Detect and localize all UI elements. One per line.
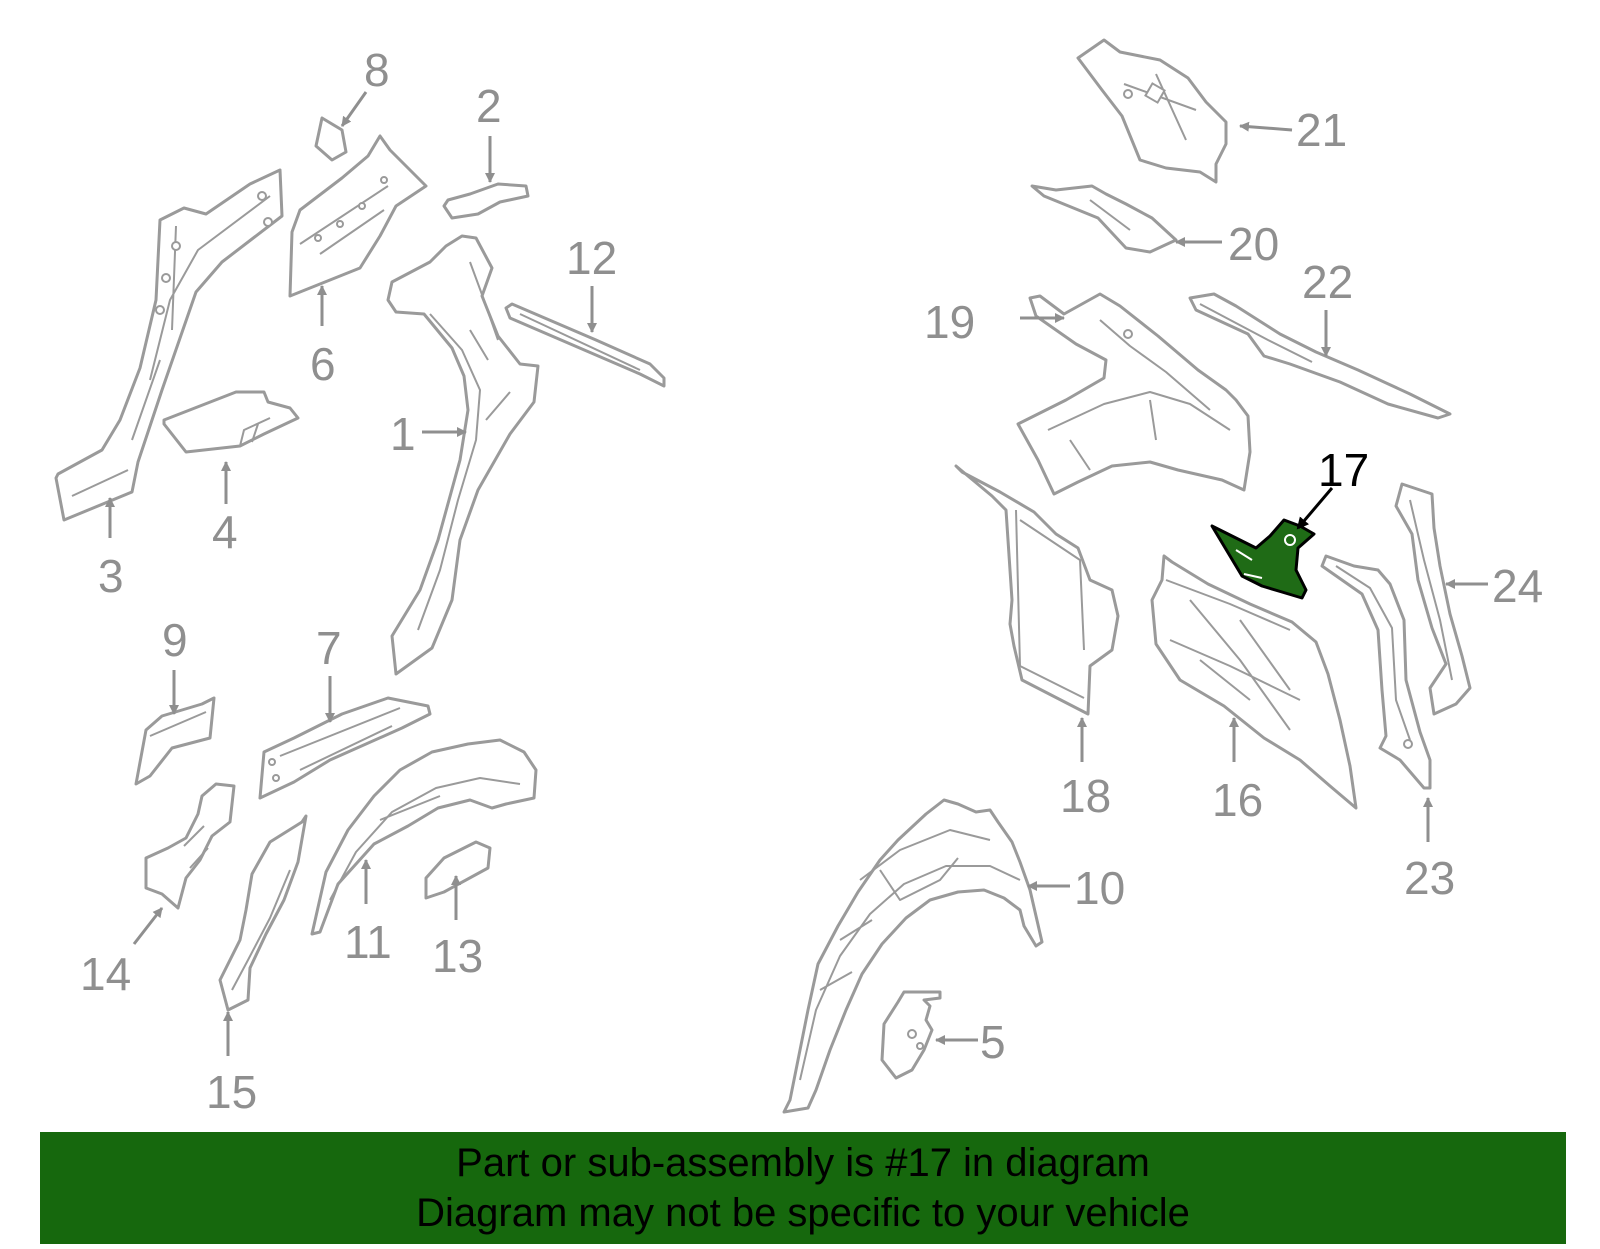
part-3[interactable] — [54, 168, 284, 522]
part-18[interactable] — [954, 464, 1120, 716]
part-5[interactable] — [880, 990, 942, 1080]
part-22[interactable] — [1188, 292, 1452, 420]
callout-18[interactable]: 18 — [1060, 770, 1111, 822]
callout-5[interactable]: 5 — [980, 1016, 1006, 1068]
part-16[interactable] — [1150, 554, 1358, 810]
part-11[interactable] — [310, 738, 538, 936]
callout-3[interactable]: 3 — [98, 550, 124, 602]
part-13[interactable] — [424, 840, 492, 900]
part-20[interactable] — [1030, 184, 1178, 254]
callout-14[interactable]: 14 — [80, 948, 131, 1000]
part-23[interactable] — [1320, 554, 1432, 790]
callout-23[interactable]: 23 — [1404, 852, 1455, 904]
info-banner: Part or sub-assembly is #17 in diagram D… — [40, 1132, 1566, 1244]
part-2[interactable] — [442, 182, 530, 220]
callout-7[interactable]: 7 — [316, 622, 342, 674]
banner-line-2: Diagram may not be specific to your vehi… — [416, 1191, 1190, 1235]
leader-lines — [105, 91, 1488, 1056]
part-21[interactable] — [1076, 38, 1228, 184]
part-1[interactable] — [386, 234, 540, 676]
callout-11[interactable]: 11 — [344, 916, 392, 968]
callout-17[interactable]: 17 — [1318, 444, 1369, 496]
part-19[interactable] — [1016, 292, 1252, 496]
part-14[interactable] — [144, 782, 236, 910]
callout-6[interactable]: 6 — [310, 338, 336, 390]
callout-9[interactable]: 9 — [162, 614, 188, 666]
part-24[interactable] — [1394, 482, 1472, 716]
callout-1[interactable]: 1 — [390, 408, 416, 460]
callout-21[interactable]: 21 — [1296, 104, 1347, 156]
callout-13[interactable]: 13 — [432, 930, 483, 982]
part-8[interactable] — [314, 116, 348, 162]
callout-24[interactable]: 24 — [1492, 560, 1543, 612]
callout-20[interactable]: 20 — [1228, 218, 1279, 270]
callout-labels: 8 2 3 6 4 12 1 9 7 14 15 11 13 21 20 22 … — [80, 44, 1543, 1118]
callout-15[interactable]: 15 — [206, 1066, 257, 1118]
part-15[interactable] — [218, 814, 308, 1012]
callout-19[interactable]: 19 — [924, 296, 975, 348]
callout-16[interactable]: 16 — [1212, 774, 1263, 826]
part-12[interactable] — [504, 302, 666, 388]
part-17[interactable] — [1210, 518, 1316, 600]
part-6[interactable] — [288, 134, 428, 298]
callout-2[interactable]: 2 — [476, 80, 502, 132]
callout-10[interactable]: 10 — [1074, 862, 1125, 914]
callout-8[interactable]: 8 — [364, 44, 390, 96]
callout-12[interactable]: 12 — [566, 232, 617, 284]
callout-22[interactable]: 22 — [1302, 256, 1353, 308]
callout-4[interactable]: 4 — [212, 506, 238, 558]
banner-line-1: Part or sub-assembly is #17 in diagram — [456, 1141, 1150, 1185]
part-4[interactable] — [162, 390, 300, 454]
